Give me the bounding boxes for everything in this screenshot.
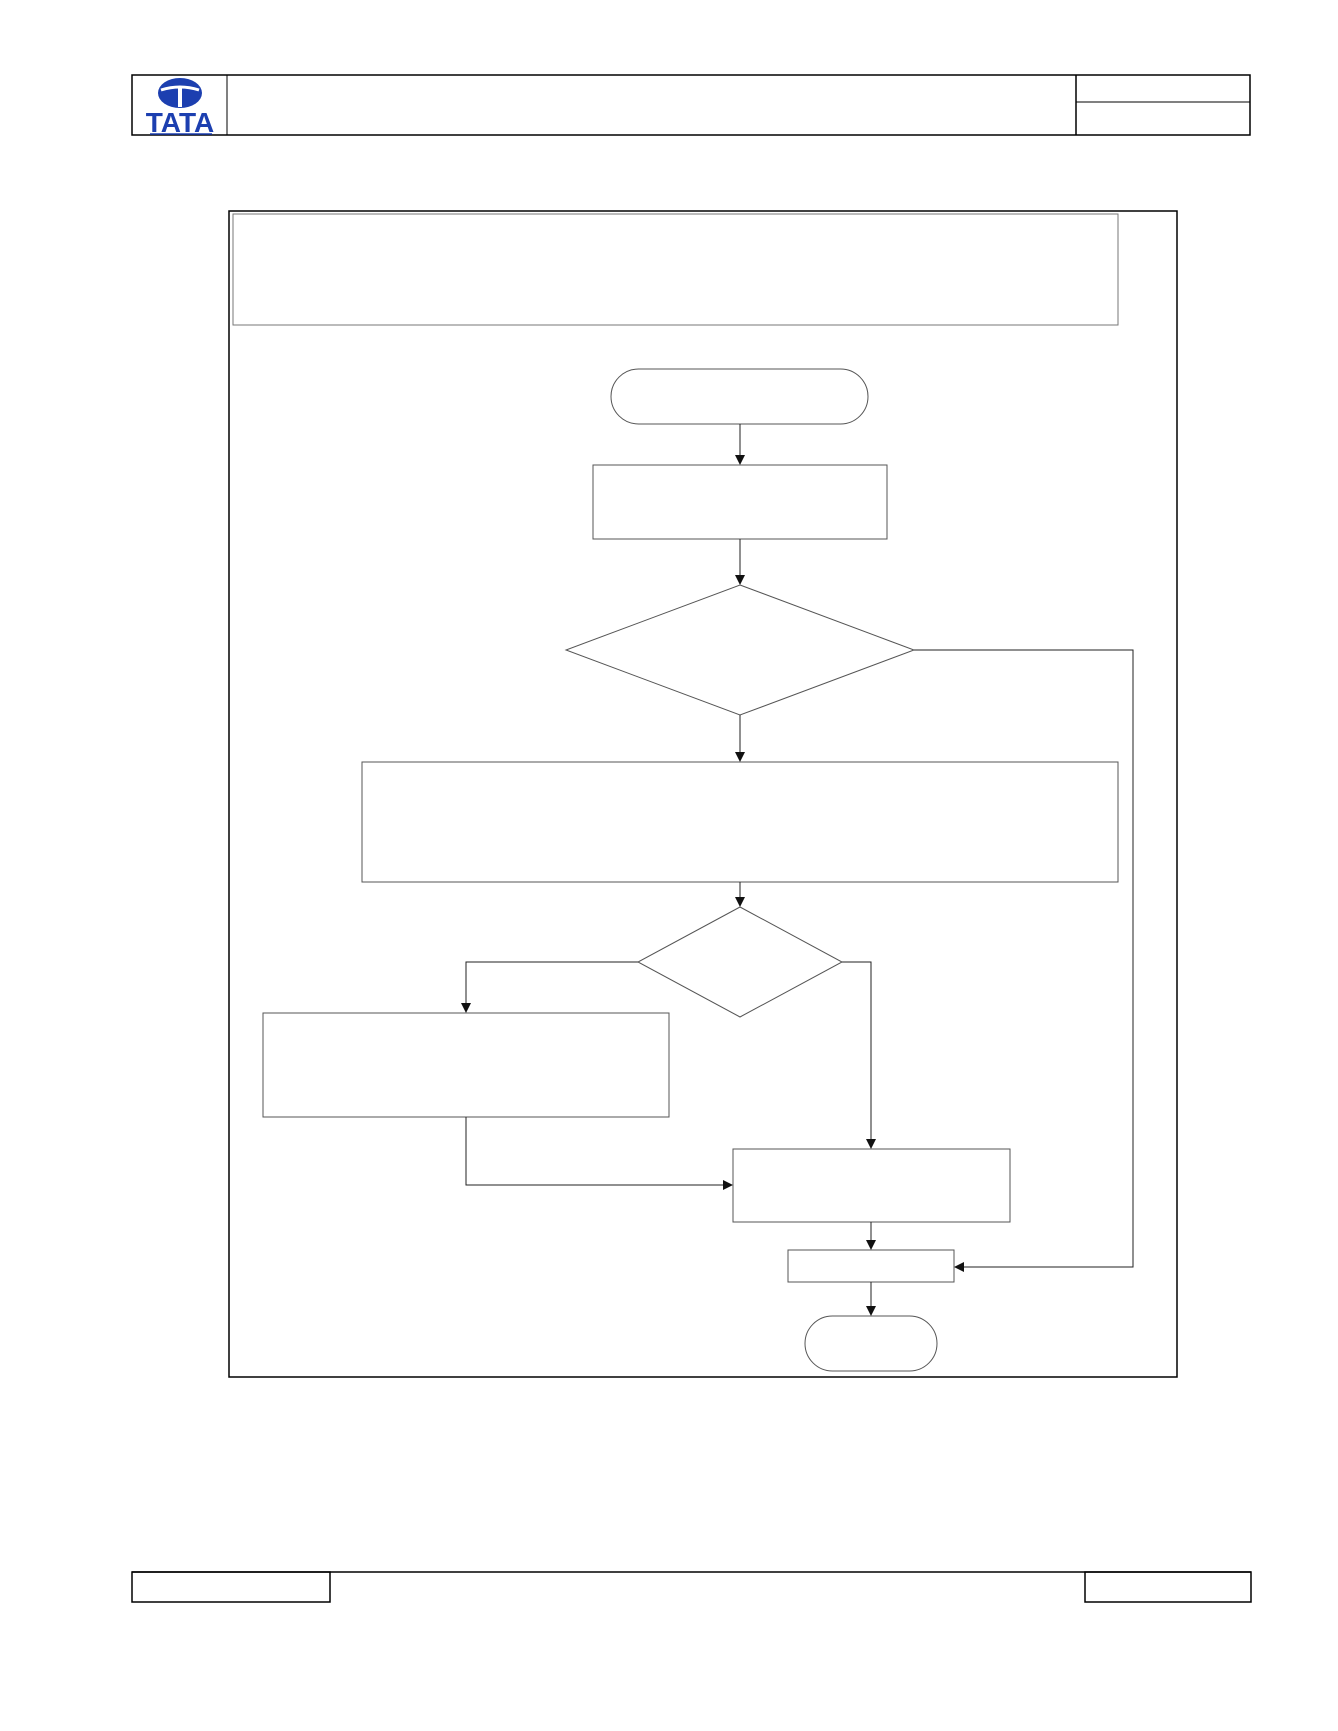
flowchart-frame — [228, 210, 1178, 1378]
header: TATA — [131, 74, 1251, 138]
description-box — [232, 213, 1119, 326]
connector-decision2-step3 — [461, 961, 638, 1013]
footer-right-cell — [1084, 1571, 1252, 1603]
footer — [131, 1571, 1252, 1603]
end-terminator — [804, 1315, 938, 1372]
tata-emblem-icon — [158, 78, 202, 108]
connector-step3-step4 — [465, 1117, 733, 1190]
tata-wordmark: TATA — [146, 107, 214, 138]
process-step-1 — [592, 464, 888, 540]
connector-decision2-step4 — [842, 961, 876, 1149]
flowchart — [228, 210, 1178, 1378]
process-step-3 — [262, 1012, 670, 1118]
connector-decision1-bypass — [914, 649, 1134, 1272]
start-terminator — [610, 368, 869, 425]
process-step-4 — [732, 1148, 1011, 1223]
decision-2 — [636, 906, 844, 1018]
decision-1 — [564, 584, 916, 716]
process-step-2 — [361, 761, 1119, 883]
tata-logo: TATA — [146, 78, 214, 138]
footer-left-cell — [131, 1571, 331, 1603]
process-step-5 — [787, 1249, 955, 1283]
header-frame — [131, 74, 1251, 136]
